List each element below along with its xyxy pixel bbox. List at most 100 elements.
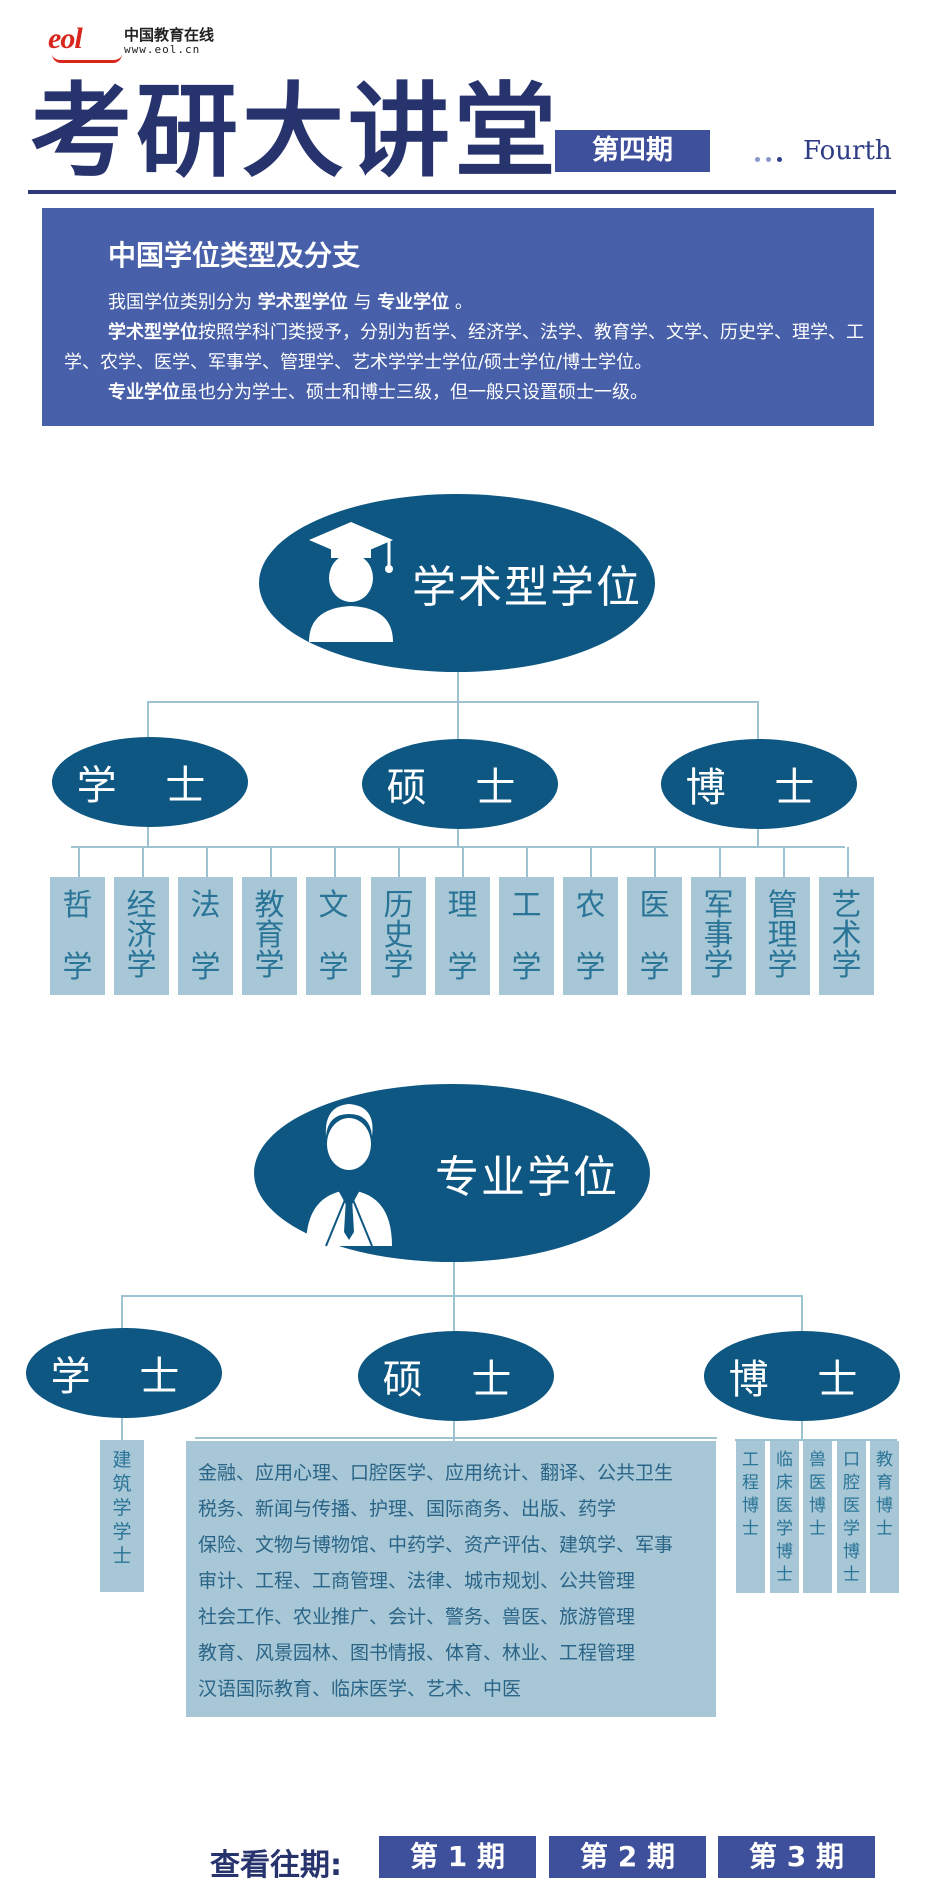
connector — [121, 1295, 803, 1297]
connector — [457, 672, 459, 702]
discipline-char: 艺 — [831, 888, 862, 923]
intro-title: 中国学位类型及分支 — [108, 239, 361, 272]
level-label: 博 士 — [728, 1357, 876, 1403]
connector — [783, 847, 785, 877]
graduate-icon — [309, 522, 393, 642]
connector — [334, 847, 336, 877]
logo-url: www.eol.cn — [124, 43, 201, 56]
discipline-char: 事 — [703, 918, 734, 953]
master-list-line: 审计、工程、工商管理、法律、城市规划、公共管理 — [198, 1570, 636, 1592]
master-list-line: 金融、应用心理、口腔医学、应用统计、翻译、公共卫生 — [198, 1462, 674, 1484]
professional-degree-node: 专业学位 — [254, 1084, 650, 1262]
discipline-box: 历史学 — [371, 877, 426, 995]
discipline-char: 工 — [511, 888, 542, 923]
intro-bold: 学术型学位 — [108, 322, 198, 343]
connector — [462, 847, 464, 877]
intro-text: 我国学位类别分为 — [108, 292, 258, 313]
discipline-box: 管理学 — [755, 877, 810, 995]
connector — [757, 701, 759, 739]
intro-body: 我国学位类别分为 学术型学位 与 专业学位 。 学术型学位按照学科门类授予，分别… — [64, 288, 864, 408]
discipline-char: 学 — [447, 950, 478, 985]
connector — [121, 1418, 123, 1440]
discipline-char: 医 — [639, 888, 670, 923]
issue-3-button[interactable]: 第 3 期 — [718, 1836, 875, 1878]
connector — [735, 1439, 897, 1441]
doctor-degree-box: 兽医博士 — [803, 1441, 832, 1593]
intro-text: 按照学科门类授予，分别为哲学、经济学、法学、教育学、文学、历史学、理学、工学、农… — [64, 322, 864, 373]
connector — [453, 1262, 455, 1296]
level-label: 学 士 — [76, 763, 224, 809]
intro-bold: 专业学位 — [377, 292, 450, 313]
connector — [453, 1421, 455, 1441]
discipline-char: 教 — [254, 888, 285, 923]
master-list-line: 社会工作、农业推广、会计、警务、兽医、旅游管理 — [198, 1606, 636, 1628]
dots-decoration — [755, 147, 795, 162]
professional-degree-title: 专业学位 — [435, 1152, 619, 1203]
professional-icon — [306, 1104, 392, 1247]
discipline-char: 经 — [126, 888, 157, 923]
title-divider — [28, 190, 896, 194]
academic-master-node: 硕 士 — [362, 739, 558, 829]
doctor-degree-box: 临床医学博士 — [770, 1441, 799, 1593]
doctor-degree-box: 教育博士 — [870, 1441, 899, 1593]
logo-swoosh — [52, 54, 122, 63]
issue-badge: 第四期 — [555, 130, 710, 172]
discipline-char: 文 — [318, 888, 349, 923]
discipline-char: 历 — [383, 888, 414, 923]
connector — [206, 847, 208, 877]
doctor-degree-label: 兽医博士 — [809, 1450, 826, 1539]
page-title: 考研大讲堂 — [30, 73, 560, 192]
discipline-char: 学 — [62, 950, 93, 985]
discipline-box: 教育学 — [242, 877, 297, 995]
discipline-char: 学 — [511, 950, 542, 985]
connector — [71, 846, 845, 848]
connector — [801, 1421, 803, 1441]
level-label: 硕 士 — [386, 765, 534, 811]
discipline-char: 理 — [767, 918, 798, 953]
connector — [453, 1295, 455, 1331]
discipline-char: 学 — [383, 948, 414, 983]
connector — [719, 847, 721, 877]
master-list-line: 税务、新闻与传播、护理、国际商务、出版、药学 — [198, 1498, 617, 1520]
professional-master-node: 硕 士 — [358, 1331, 554, 1421]
discipline-char: 济 — [126, 918, 157, 953]
level-label: 博 士 — [685, 765, 833, 811]
connector — [847, 847, 849, 877]
discipline-char: 学 — [318, 950, 349, 985]
connector — [78, 847, 80, 877]
connector — [147, 701, 149, 737]
connector — [590, 847, 592, 877]
connector — [757, 829, 759, 847]
discipline-char: 哲 — [62, 888, 93, 923]
discipline-box: 哲学 — [50, 877, 105, 995]
connector — [195, 1437, 717, 1439]
intro-text: 。 — [449, 292, 473, 313]
intro-bold: 学术型学位 — [257, 292, 348, 313]
academic-degree-node: 学术型学位 — [259, 494, 655, 672]
connector — [654, 847, 656, 877]
intro-bold: 专业学位 — [108, 382, 180, 403]
discipline-char: 法 — [190, 888, 221, 923]
discipline-char: 育 — [254, 918, 285, 953]
connector — [457, 701, 459, 739]
discipline-box: 经济学 — [114, 877, 169, 995]
connector — [121, 1295, 123, 1329]
professional-doctor-node: 博 士 — [704, 1331, 900, 1421]
discipline-box: 文学 — [306, 877, 361, 995]
level-label: 学 士 — [50, 1354, 198, 1400]
doctor-degree-label: 工程博士 — [742, 1450, 759, 1539]
discipline-char: 学 — [767, 948, 798, 983]
logo-name: 中国教育在线 — [124, 26, 215, 44]
level-label: 硕 士 — [382, 1357, 530, 1403]
discipline-char: 管 — [767, 888, 798, 923]
discipline-char: 学 — [126, 948, 157, 983]
academic-doctor-node: 博 士 — [661, 739, 857, 829]
discipline-char: 农 — [575, 888, 606, 923]
discipline-box: 农学 — [563, 877, 618, 995]
issue-1-button[interactable]: 第 1 期 — [379, 1836, 536, 1878]
discipline-box: 理学 — [435, 877, 490, 995]
discipline-char: 学 — [254, 948, 285, 983]
connector — [147, 827, 149, 847]
issue-2-button[interactable]: 第 2 期 — [549, 1836, 706, 1878]
academic-degree-title: 学术型学位 — [412, 562, 642, 613]
